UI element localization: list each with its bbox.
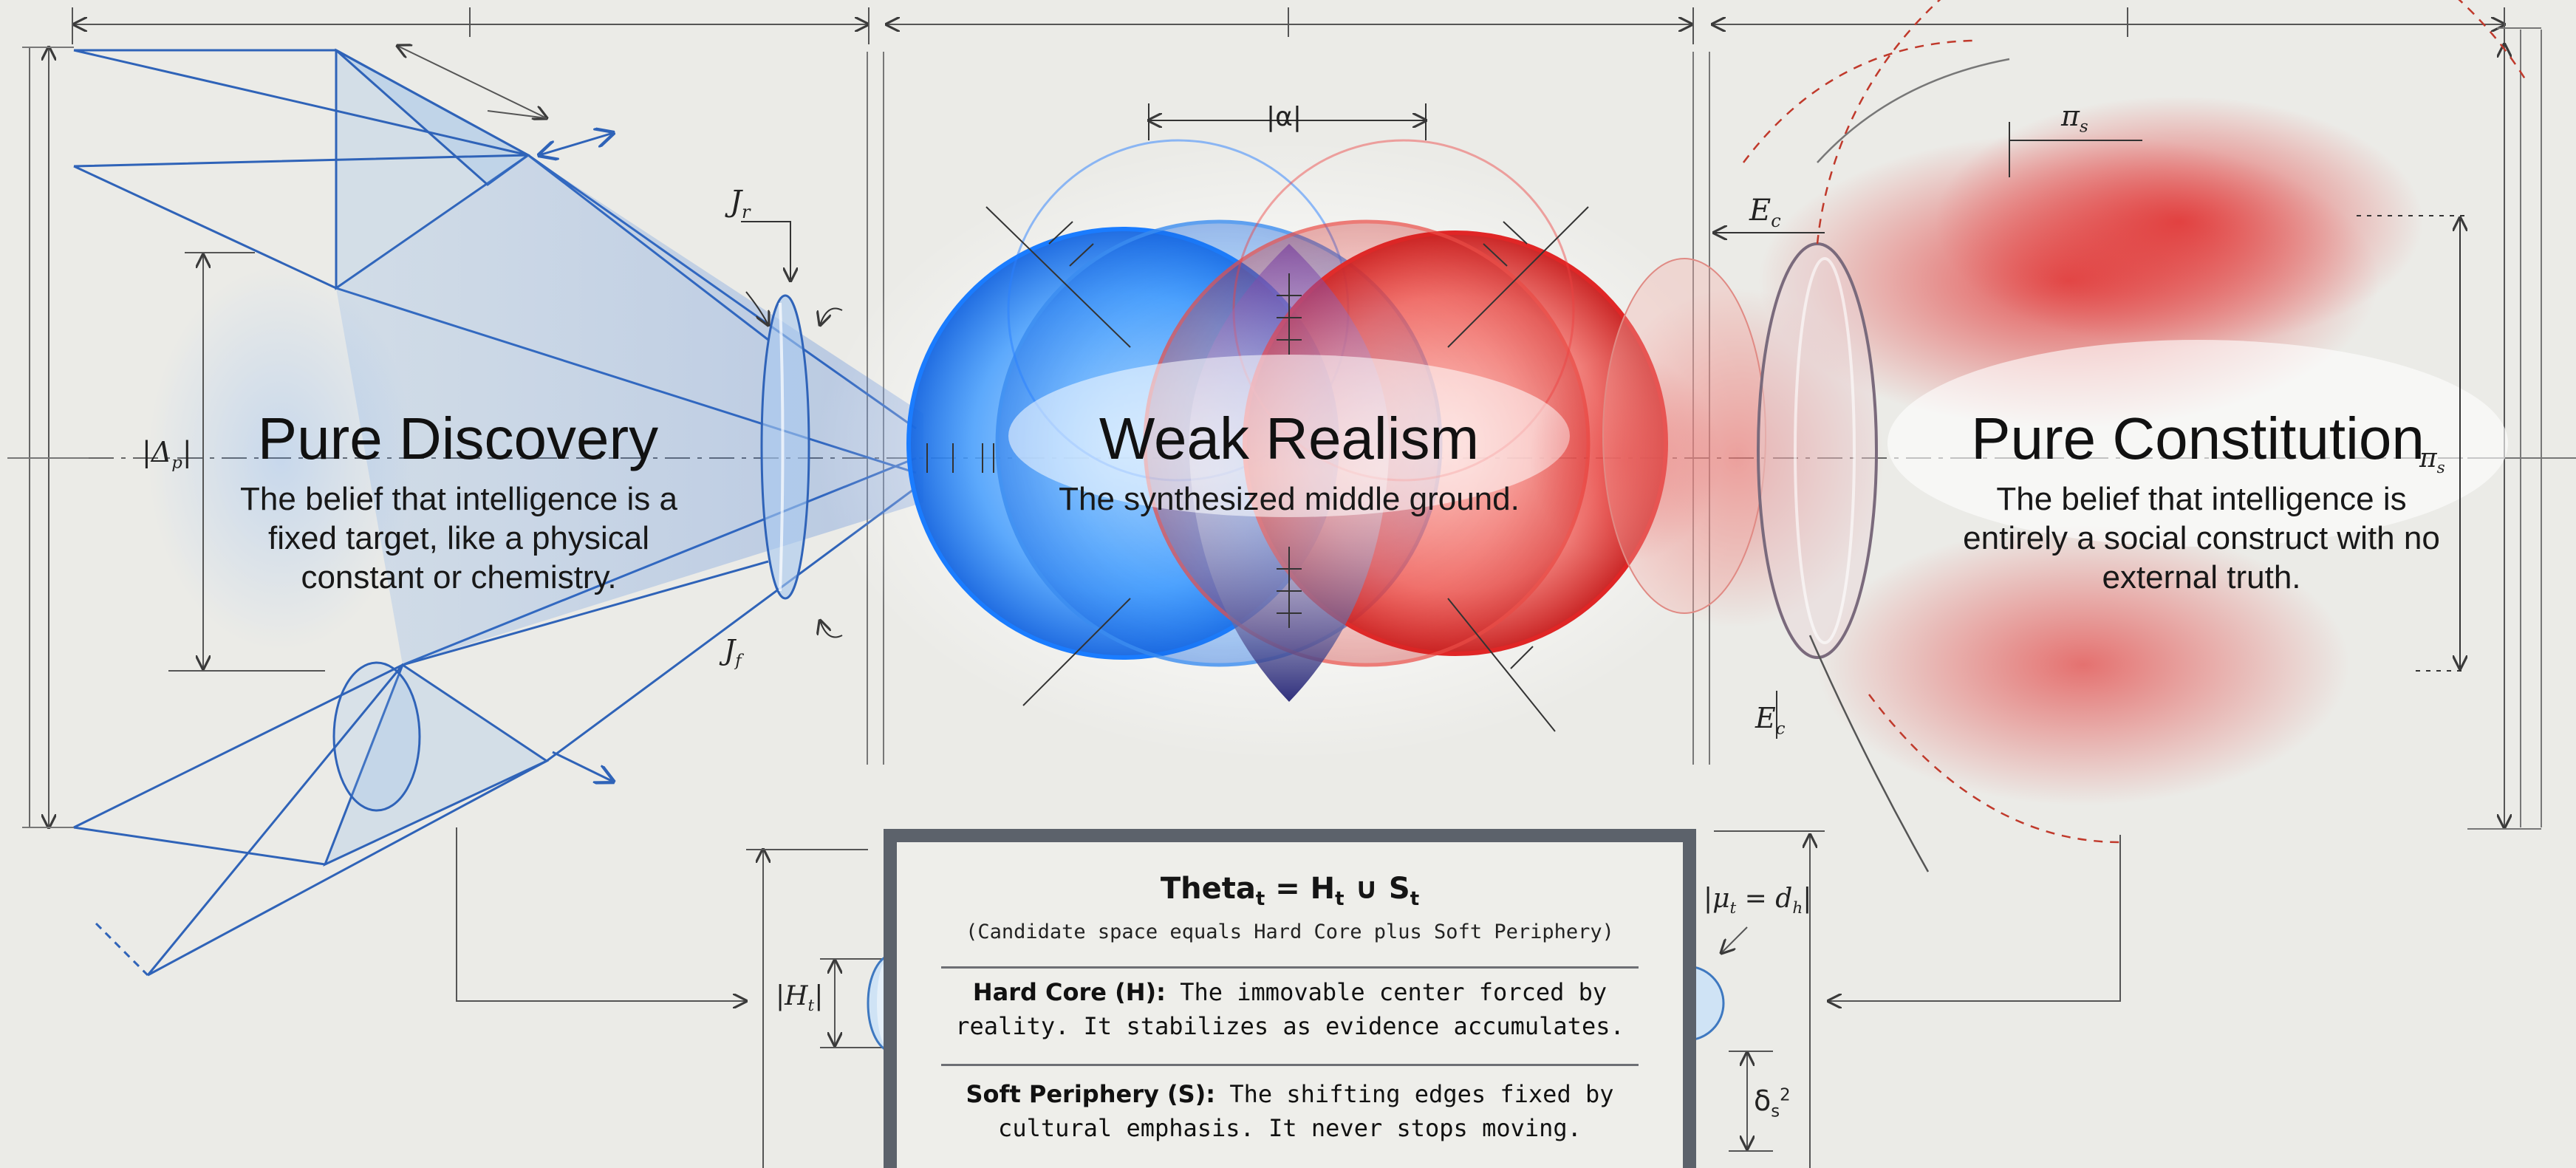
j-r-label: Jr <box>730 185 751 222</box>
discovery-optics <box>73 46 917 977</box>
e-c-bottom-label: Ec <box>1755 702 1786 739</box>
delta-s-label: δs2 <box>1754 1085 1791 1121</box>
realism-label-highlight <box>1008 355 1570 517</box>
formula-divider-top <box>941 966 1639 969</box>
j-f-label: Jf <box>724 634 742 671</box>
left-lens <box>741 221 843 638</box>
delta-p-label: |Δp| <box>142 436 192 473</box>
top-dimension-line <box>72 7 2504 44</box>
hard-core-definition: Hard Core (H): The immovable center forc… <box>955 978 1624 1041</box>
formula-caption: (Candidate space equals Hard Core plus S… <box>966 921 1614 943</box>
formula-divider-bottom <box>941 1064 1639 1066</box>
realism-description: The synthesized middle ground. <box>1059 481 1520 517</box>
delta-p-dimension <box>168 252 325 672</box>
constitution-title: Pure Constitution <box>1971 406 2425 471</box>
formula-box: Thetat = Ht ∪ St (Candidate space equals… <box>884 829 1696 1168</box>
realism-dimensions <box>926 103 1589 732</box>
constitution-arcs <box>1743 0 2528 872</box>
soft-periphery-term: Soft Periphery (S): <box>966 1080 1216 1108</box>
h-t-label: |Ht| <box>776 981 824 1016</box>
hard-core-term: Hard Core (H): <box>972 978 1166 1006</box>
constitution-description: The belief that intelligence is entirely… <box>1963 481 2440 595</box>
mu-t-label: |μt = dh| <box>1704 884 1812 918</box>
formula-equation: Thetat = Ht ∪ St <box>1160 872 1420 910</box>
constitution-haze <box>1529 96 2423 805</box>
alpha-label: |α| <box>1266 102 1302 132</box>
constitution-dimensions <box>1714 122 2467 739</box>
discovery-description: The belief that intelligence is a fixed … <box>240 481 677 595</box>
discovery-haze <box>148 266 414 650</box>
pi-s-top-label: πs <box>2061 100 2088 137</box>
constitution-label-highlight <box>1887 340 2508 547</box>
realism-title: Weak Realism <box>1099 406 1480 471</box>
pi-s-right-label: πs <box>2419 443 2445 478</box>
formula-connectors <box>456 827 2121 1168</box>
discovery-title: Pure Discovery <box>257 406 659 471</box>
e-c-top-label: Ec <box>1749 194 1781 231</box>
soft-periphery-definition: Soft Periphery (S): The shifting edges f… <box>966 1080 1614 1143</box>
